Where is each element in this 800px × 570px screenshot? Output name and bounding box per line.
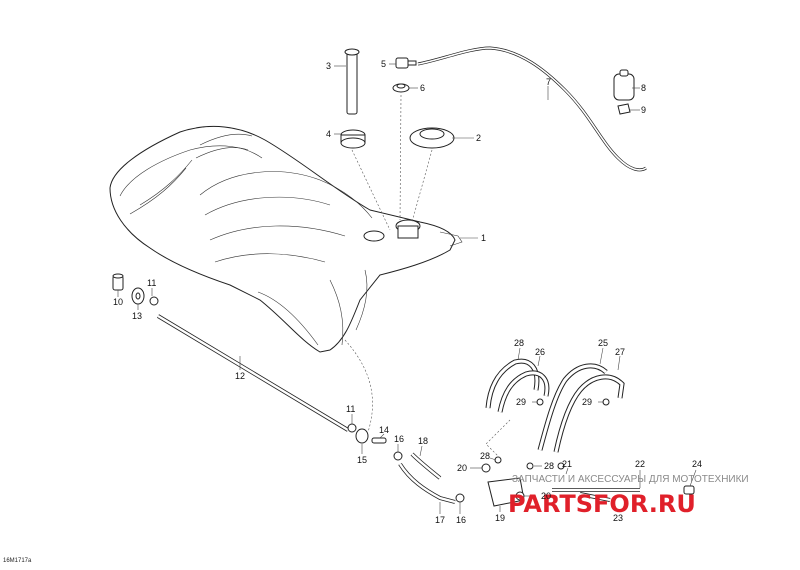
callout-24: 24 <box>692 459 702 469</box>
grommet <box>392 83 410 93</box>
watermark-logo: PARTSFOR.RU <box>508 490 696 518</box>
tag-label <box>613 69 635 101</box>
callout-11-center: 11 <box>346 404 355 414</box>
bent-hoses <box>485 358 625 453</box>
callout-16-lower: 16 <box>456 515 466 525</box>
callout-15: 15 <box>357 455 367 465</box>
callout-19: 19 <box>495 513 505 523</box>
callout-29-left: 29 <box>516 397 526 407</box>
callout-labels: 1 2 3 4 5 6 7 8 9 10 11 13 12 11 15 14 1… <box>113 59 702 525</box>
callout-4: 4 <box>326 129 331 139</box>
callout-28-lower: 28 <box>480 451 490 461</box>
vent-hose <box>417 46 647 172</box>
watermark: ЗАПЧАСТИ И АКСЕССУАРЫ ДЛЯ МОТОТЕХНИКИ PA… <box>508 474 749 518</box>
callout-26: 26 <box>535 347 545 357</box>
clip <box>617 103 631 115</box>
filler-tube <box>344 48 360 115</box>
callout-28-right: 28 <box>544 461 554 471</box>
callout-20-left: 20 <box>457 463 467 473</box>
clamp-left <box>149 296 159 306</box>
callout-11-left: 11 <box>147 278 156 288</box>
callout-22: 22 <box>635 459 645 469</box>
drawing-code: 16M1717a <box>3 558 32 564</box>
callout-10: 10 <box>113 297 123 307</box>
callout-6: 6 <box>420 83 425 93</box>
callout-5: 5 <box>381 59 386 69</box>
callout-18: 18 <box>418 436 428 446</box>
filler-neck-ring <box>340 129 366 149</box>
callout-13: 13 <box>132 311 142 321</box>
grommet-left <box>131 287 145 305</box>
callout-2: 2 <box>476 133 481 143</box>
callout-7: 7 <box>546 77 551 87</box>
callout-16-upper: 16 <box>394 434 404 444</box>
callout-29-right: 29 <box>582 397 592 407</box>
lower-fittings <box>347 423 465 504</box>
callout-3: 3 <box>326 61 331 71</box>
fitting-left <box>112 273 124 291</box>
vent-valve <box>395 57 417 69</box>
watermark-tagline: ЗАПЧАСТИ И АКСЕССУАРЫ ДЛЯ МОТОТЕХНИКИ <box>512 474 749 485</box>
callout-9: 9 <box>641 105 646 115</box>
callout-14: 14 <box>379 425 389 435</box>
callout-12: 12 <box>235 371 245 381</box>
fuel-cap <box>409 127 455 149</box>
callout-1: 1 <box>481 233 486 243</box>
filter-assembly <box>481 456 695 507</box>
callout-20-right: 20 <box>541 491 551 501</box>
callout-23: 23 <box>613 513 623 523</box>
callout-27: 27 <box>615 347 625 357</box>
callout-17: 17 <box>435 515 445 525</box>
callout-28-top: 28 <box>514 338 524 348</box>
leader-lines <box>117 63 697 514</box>
callout-25: 25 <box>598 338 608 348</box>
connection-lines <box>344 94 511 459</box>
long-hose <box>156 314 350 432</box>
fuel-tank <box>109 125 463 353</box>
callout-8: 8 <box>641 83 646 93</box>
callout-21: 21 <box>562 459 572 469</box>
